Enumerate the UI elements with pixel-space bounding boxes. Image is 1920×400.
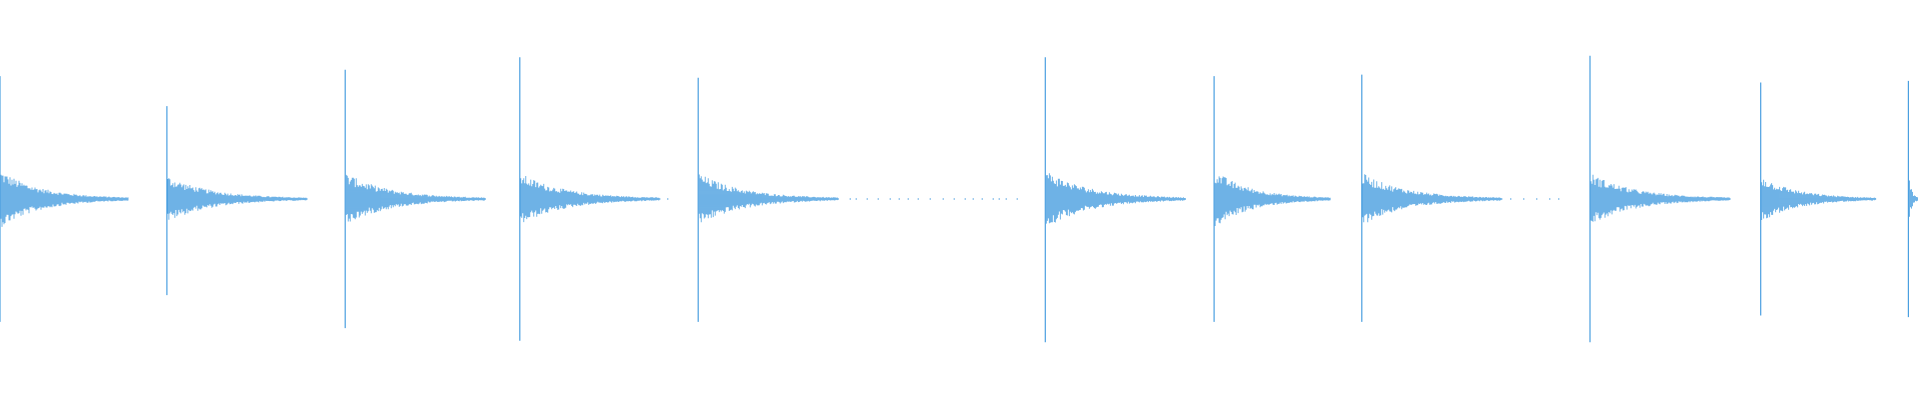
transient-decay [1590, 174, 1730, 222]
transient-decay [520, 176, 660, 223]
waveform-transients [0, 55, 1918, 343]
transient-decay [1214, 176, 1331, 226]
transient-decay [1045, 173, 1185, 224]
transient-3 [344, 69, 486, 329]
transient-residual [659, 198, 669, 200]
transient-7 [1213, 76, 1331, 322]
transient-2 [166, 106, 308, 296]
transient-decay [698, 174, 838, 223]
transient-5 [697, 77, 1018, 322]
transient-4 [519, 57, 669, 341]
transient-1 [0, 76, 129, 322]
transient-9 [1589, 55, 1731, 343]
transient-8 [1361, 74, 1560, 322]
transient-decay [0, 174, 129, 227]
transient-residual [1501, 198, 1560, 200]
transient-decay [1909, 180, 1918, 217]
transient-decay [1362, 174, 1502, 223]
transient-residual [837, 198, 1018, 200]
transient-11 [1907, 80, 1918, 318]
transient-decay [1761, 179, 1877, 220]
transient-6 [1044, 57, 1186, 343]
transient-decay [345, 174, 485, 222]
transient-decay [167, 178, 307, 220]
transient-10 [1760, 82, 1877, 316]
